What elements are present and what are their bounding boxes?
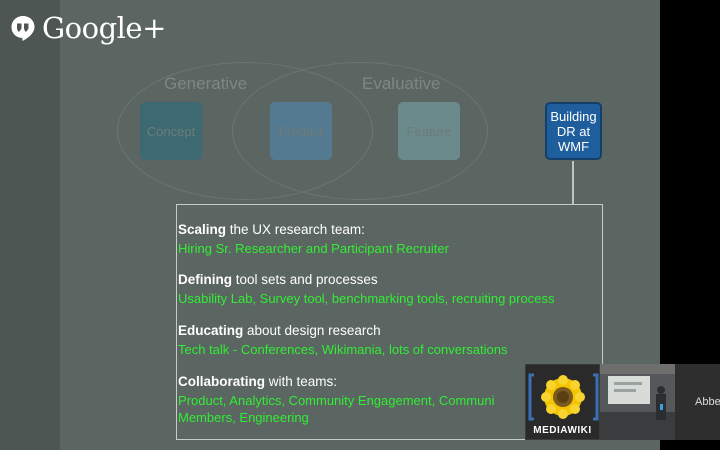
- room-camera-video: [600, 364, 675, 440]
- section-detail: Usability Lab, Survey tool, benchmarking…: [178, 291, 555, 306]
- section-title: Defining tool sets and processes: [178, 272, 378, 287]
- section-title: Educating about design research: [178, 323, 381, 338]
- building-dr-box: Building DR at WMF: [545, 102, 602, 160]
- google-plus-wordmark: Google+: [42, 11, 166, 45]
- feature-label: Feature: [406, 123, 452, 139]
- product-label: Product: [278, 123, 324, 139]
- feature-box: Feature: [398, 102, 460, 160]
- section-collaborating: Collaborating with teams: Product, Analy…: [178, 374, 494, 426]
- mediawiki-caption: MEDIAWIKI: [533, 425, 592, 436]
- participant-thumb-mediawiki[interactable]: MEDIAWIKI: [525, 364, 600, 440]
- hangouts-icon: [10, 15, 36, 41]
- section-title: Scaling the UX research team:: [178, 222, 365, 237]
- product-box: Product: [270, 102, 332, 160]
- section-title: Collaborating with teams:: [178, 374, 338, 389]
- building-dr-label: Building DR at WMF: [550, 108, 597, 154]
- participant-thumb-room-camera[interactable]: [600, 364, 675, 440]
- section-detail: Tech talk - Conferences, Wikimania, lots…: [178, 342, 508, 357]
- hangout-left-band: [0, 0, 60, 450]
- section-detail: Product, Analytics, Community Engagement…: [178, 393, 495, 408]
- evaluative-ellipse: [232, 62, 488, 200]
- participant-thumb-name[interactable]: Abbe: [675, 364, 720, 440]
- connector-line: [572, 161, 574, 204]
- evaluative-label: Evaluative: [362, 74, 441, 93]
- section-detail: Hiring Sr. Researcher and Participant Re…: [178, 241, 449, 256]
- section-scaling: Scaling the UX research team: Hiring Sr.…: [178, 222, 449, 257]
- concept-label: Concept: [146, 123, 196, 139]
- section-detail-continued: Members, Engineering: [178, 410, 309, 425]
- concept-box: Concept: [140, 102, 202, 160]
- section-educating: Educating about design research Tech tal…: [178, 323, 507, 358]
- initiatives-box: [176, 204, 603, 440]
- section-defining: Defining tool sets and processes Usabili…: [178, 272, 554, 307]
- generative-label: Generative: [164, 74, 248, 93]
- presentation-slide: Generative Evaluative Concept Product Fe…: [60, 0, 660, 450]
- google-plus-logo: Google+: [10, 10, 166, 46]
- mediawiki-logo-icon: [526, 365, 599, 439]
- participant-name: Abbe: [695, 396, 720, 408]
